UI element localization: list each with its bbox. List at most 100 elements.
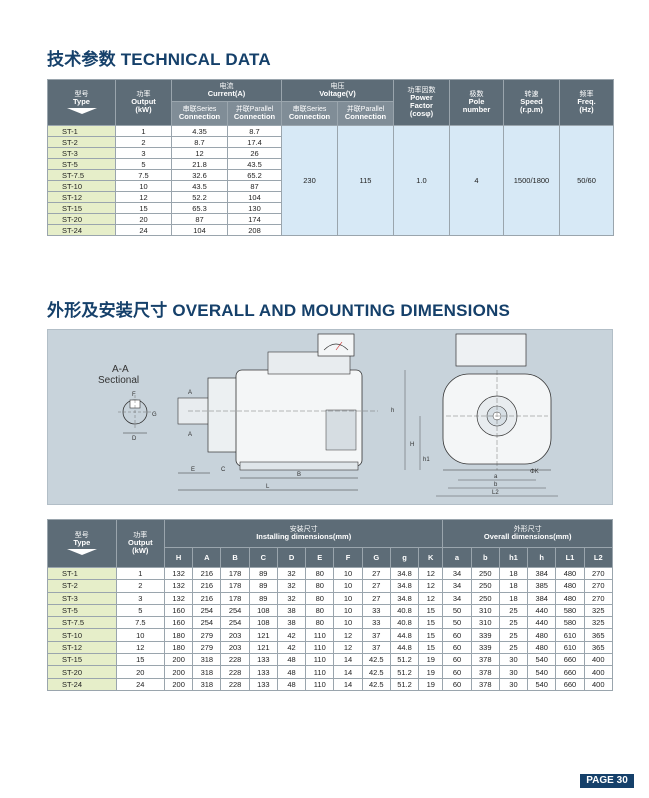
dimension-cell: 60: [442, 628, 472, 642]
header-voltage-parallel: 并联Parallel Connection: [337, 101, 394, 126]
output-cell: 20: [115, 665, 166, 679]
dimension-cell: 480: [555, 591, 585, 605]
dims-col-header: G: [361, 547, 391, 568]
dimension-cell: 80: [305, 591, 335, 605]
dimension-cell: 14: [333, 665, 363, 679]
current-parallel-cell: 43.5: [227, 158, 282, 170]
arrow-down-icon: [66, 108, 97, 115]
dimension-cell: 40.8: [389, 603, 420, 618]
dimension-cell: 660: [555, 653, 585, 667]
dimension-cell: 10: [333, 591, 363, 605]
dimension-cell: 27: [361, 566, 391, 581]
dimension-cell: 89: [248, 591, 278, 605]
output-cell: 5: [115, 603, 166, 618]
output-cell: 24: [115, 677, 166, 691]
dimension-cell: 365: [583, 640, 614, 655]
dimension-cell: 384: [527, 591, 557, 605]
output-cell: 12: [115, 191, 172, 203]
dimension-cell: 42: [276, 640, 307, 655]
current-series-cell: 8.7: [171, 136, 228, 148]
dimension-cell: 400: [583, 677, 614, 691]
label-h: h: [391, 408, 394, 414]
dimension-cell: 133: [248, 677, 278, 691]
dimension-cell: 250: [470, 591, 500, 605]
label-E: E: [191, 467, 195, 473]
header-voltage: 电压 Voltage(V): [281, 79, 394, 102]
output-cell: 20: [115, 213, 172, 225]
type-cell: ST-5: [47, 603, 117, 618]
output-cell: 15: [115, 202, 172, 214]
dimension-cell: 34.8: [389, 591, 420, 605]
dims-col-header: L1: [555, 547, 585, 568]
type-cell: ST-7.5: [47, 616, 117, 630]
dimension-cell: 18: [498, 579, 529, 593]
output-cell: 10: [115, 628, 166, 642]
label-A-top: A: [188, 390, 192, 396]
dimension-cell: 44.8: [389, 628, 420, 642]
dimension-cell: 250: [470, 566, 500, 581]
dims-header-installing: 安装尺寸 Installing dimensions(mm): [163, 519, 444, 548]
dimension-cell: 540: [527, 665, 557, 679]
dimension-cell: 378: [470, 665, 500, 679]
dimension-cell: 279: [192, 628, 222, 642]
dimension-cell: 108: [248, 603, 278, 618]
dims-header-output: 功率 Output (kW): [115, 519, 166, 568]
type-cell: ST-20: [47, 665, 117, 679]
type-cell: ST-3: [47, 591, 117, 605]
voltage-series-cell: 230: [281, 125, 338, 236]
current-series-cell: 52.2: [171, 191, 228, 203]
dims-col-header: B: [220, 547, 250, 568]
label-A-bottom: A: [188, 432, 192, 438]
dims-col-header: D: [276, 547, 307, 568]
dimension-cell: 12: [418, 591, 444, 605]
end-view-generator: h H h1 a b L2 ΦK: [391, 333, 558, 497]
header-current-parallel: 并联Parallel Connection: [227, 101, 282, 126]
dimension-cell: 384: [527, 566, 557, 581]
current-parallel-cell: 26: [227, 147, 282, 159]
dimension-cell: 216: [192, 579, 222, 593]
output-cell: 12: [115, 640, 166, 655]
dimension-cell: 110: [305, 677, 335, 691]
dimension-cell: 203: [220, 640, 250, 655]
dimension-cell: 51.2: [389, 677, 420, 691]
current-parallel-cell: 208: [227, 224, 282, 236]
dimension-cell: 12: [333, 640, 363, 655]
dimension-cell: 18: [498, 566, 529, 581]
dimension-cell: 250: [470, 579, 500, 593]
output-cell: 10: [115, 180, 172, 192]
dimension-cell: 270: [583, 591, 614, 605]
dimension-cell: 270: [583, 579, 614, 593]
dimension-cell: 178: [220, 566, 250, 581]
dimension-cell: 27: [361, 591, 391, 605]
dimension-cell: 25: [498, 603, 529, 618]
dimension-cell: 480: [527, 628, 557, 642]
dimension-cell: 37: [361, 628, 391, 642]
current-series-cell: 21.8: [171, 158, 228, 170]
dimension-cell: 40.8: [389, 616, 420, 630]
type-cell: ST-2: [47, 136, 116, 148]
dimension-cell: 310: [470, 616, 500, 630]
output-cell: 3: [115, 591, 166, 605]
label-K: ΦK: [530, 469, 539, 475]
dims-col-header: A: [192, 547, 222, 568]
dimension-cell: 30: [498, 665, 529, 679]
current-parallel-cell: 104: [227, 191, 282, 203]
dimension-cell: 339: [470, 640, 500, 655]
dimension-cell: 12: [333, 628, 363, 642]
dimension-cell: 254: [220, 603, 250, 618]
dimension-cell: 180: [163, 628, 194, 642]
type-cell: ST-1: [47, 566, 117, 581]
dimension-cell: 33: [361, 616, 391, 630]
dimension-cell: 132: [163, 579, 194, 593]
dimension-cell: 34: [442, 591, 472, 605]
dimension-cell: 610: [555, 628, 585, 642]
dimension-cell: 48: [276, 677, 307, 691]
